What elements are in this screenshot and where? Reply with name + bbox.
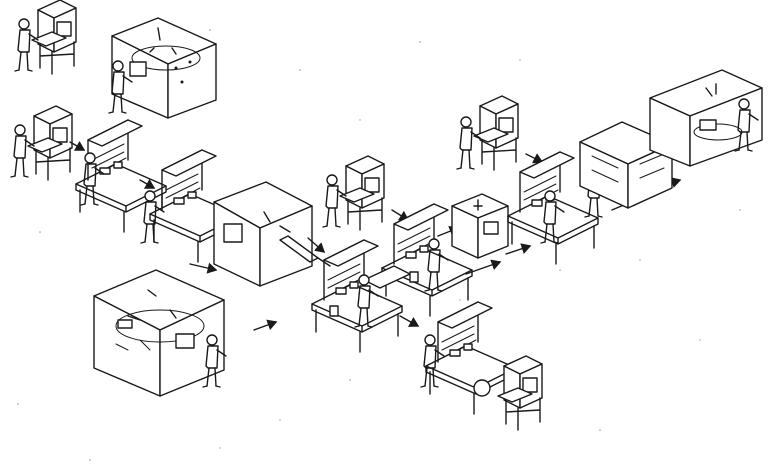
- flow-arrow-10: [525, 153, 544, 164]
- machining-cell-small: [108, 17, 217, 119]
- workbench-bottom: [420, 301, 517, 415]
- flow-arrow-5: [307, 237, 326, 253]
- flow-arrow-3: [189, 262, 218, 274]
- machine-tool-center: [322, 155, 385, 231]
- inspection-cell: [451, 193, 509, 259]
- assembly-line-center: [311, 203, 473, 353]
- flow-arrow-9: [465, 259, 502, 275]
- machining-cell-center: [213, 181, 331, 287]
- machine-tool-right: [456, 95, 519, 171]
- paper-texture: [17, 29, 741, 461]
- machining-cell-large: [93, 269, 227, 397]
- flow-arrow-4: [253, 319, 278, 331]
- flow-arrow-1: [69, 140, 86, 151]
- flow-arrow-7: [399, 315, 420, 327]
- assembly-cell-right: [579, 69, 763, 209]
- flow-arrow-2: [139, 178, 156, 189]
- flow-arrow-11: [505, 243, 532, 255]
- operator-machine-left: [10, 105, 73, 181]
- operator-machine-topleft: [14, 0, 77, 75]
- machine-tool-bottom: [497, 355, 543, 431]
